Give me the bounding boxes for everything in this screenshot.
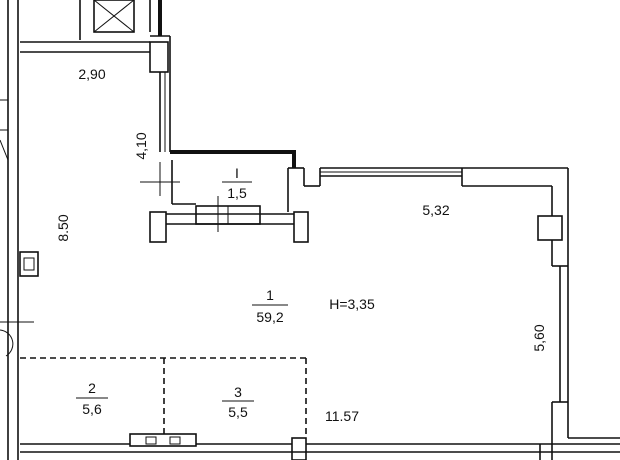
room-area: 5,6 — [82, 401, 102, 417]
ceiling-height: H=3,35 — [329, 296, 375, 312]
left-exterior-wall — [0, 0, 39, 460]
room-label-2: 2 5,6 — [76, 380, 108, 417]
south-wall — [20, 433, 620, 460]
dimension-left-vertical: 4,10 — [133, 132, 149, 159]
zone-separators — [20, 357, 307, 438]
room-area: 59,2 — [256, 309, 283, 325]
dimension-bottom: 11.57 — [325, 408, 359, 424]
room-number: 1 — [266, 287, 274, 303]
upper-partition — [149, 35, 171, 152]
room-number: 3 — [234, 384, 242, 400]
dimension-right-vertical: 5,60 — [531, 324, 547, 351]
storage-room-outline — [140, 150, 320, 243]
ventilation-shaft — [20, 0, 162, 53]
dimension-left-long: 8.50 — [55, 214, 71, 241]
room-number: I — [235, 165, 239, 181]
room-label-main: 1 59,2 — [252, 287, 288, 325]
dimension-top: 2,90 — [78, 66, 105, 82]
east-window-wall — [537, 215, 620, 460]
room-label-storage: I 1,5 — [222, 165, 252, 201]
dimension-right-top: 5,32 — [422, 202, 449, 218]
room-area: 1,5 — [227, 185, 247, 201]
north-window-wall — [319, 167, 569, 438]
room-area: 5,5 — [228, 404, 248, 420]
room-number: 2 — [88, 380, 96, 396]
room-label-3: 3 5,5 — [222, 384, 254, 420]
